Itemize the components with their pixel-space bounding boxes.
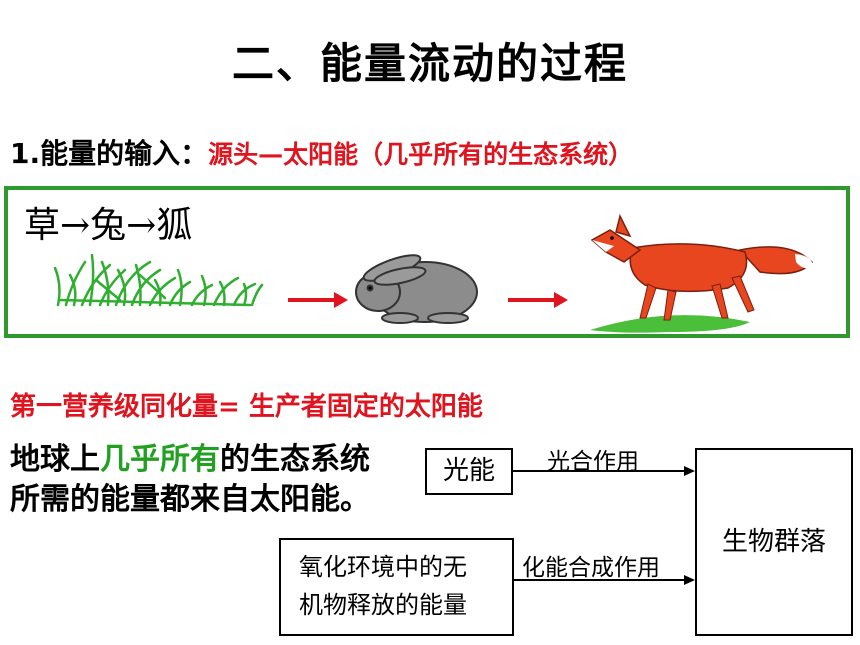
photosynthesis-arrow [513, 466, 695, 476]
photosynthesis-label: 光合作用 [547, 449, 639, 475]
fox-illustration [590, 213, 813, 333]
arrow-icon [508, 292, 568, 308]
biological-community-box: 生物群落 [695, 448, 853, 636]
chemosynthesis-arrow [514, 575, 695, 585]
page-title: 二、能量流动的过程 [231, 39, 628, 88]
assimilation-equation: 第一营养级同化量= 生产者固定的太阳能 [10, 392, 483, 422]
arrow-icon [288, 292, 348, 308]
energy-input-label: 1.能量的输入： [10, 137, 209, 170]
statement-part2: 的生态系统所需的能量都来自太阳能。 [10, 442, 370, 517]
food-chain-text: 草→兔→狐 [24, 205, 193, 246]
oxidation-line-1: 氧化环境中的无 [299, 553, 467, 581]
light-energy-box: 光能 [425, 448, 513, 495]
grass-illustration [53, 253, 264, 307]
statement-part1: 地球上 [10, 442, 100, 477]
oxidation-energy-box: 氧化环境中的无 机物释放的能量 [279, 538, 514, 636]
oxidation-line-2: 机物释放的能量 [299, 591, 467, 619]
energy-source-statement: 地球上几乎所有的生态系统所需的能量都来自太阳能。 [10, 440, 380, 520]
energy-source-text: 源头—太阳能（几乎所有的生态系统） [208, 140, 634, 169]
statement-highlight: 几乎所有 [100, 442, 220, 477]
food-chain-box [4, 186, 850, 338]
rabbit-illustration [355, 254, 478, 324]
energy-input-line: 1.能量的输入：源头—太阳能（几乎所有的生态系统） [10, 132, 633, 172]
chemosynthesis-label: 化能合成作用 [522, 555, 660, 581]
